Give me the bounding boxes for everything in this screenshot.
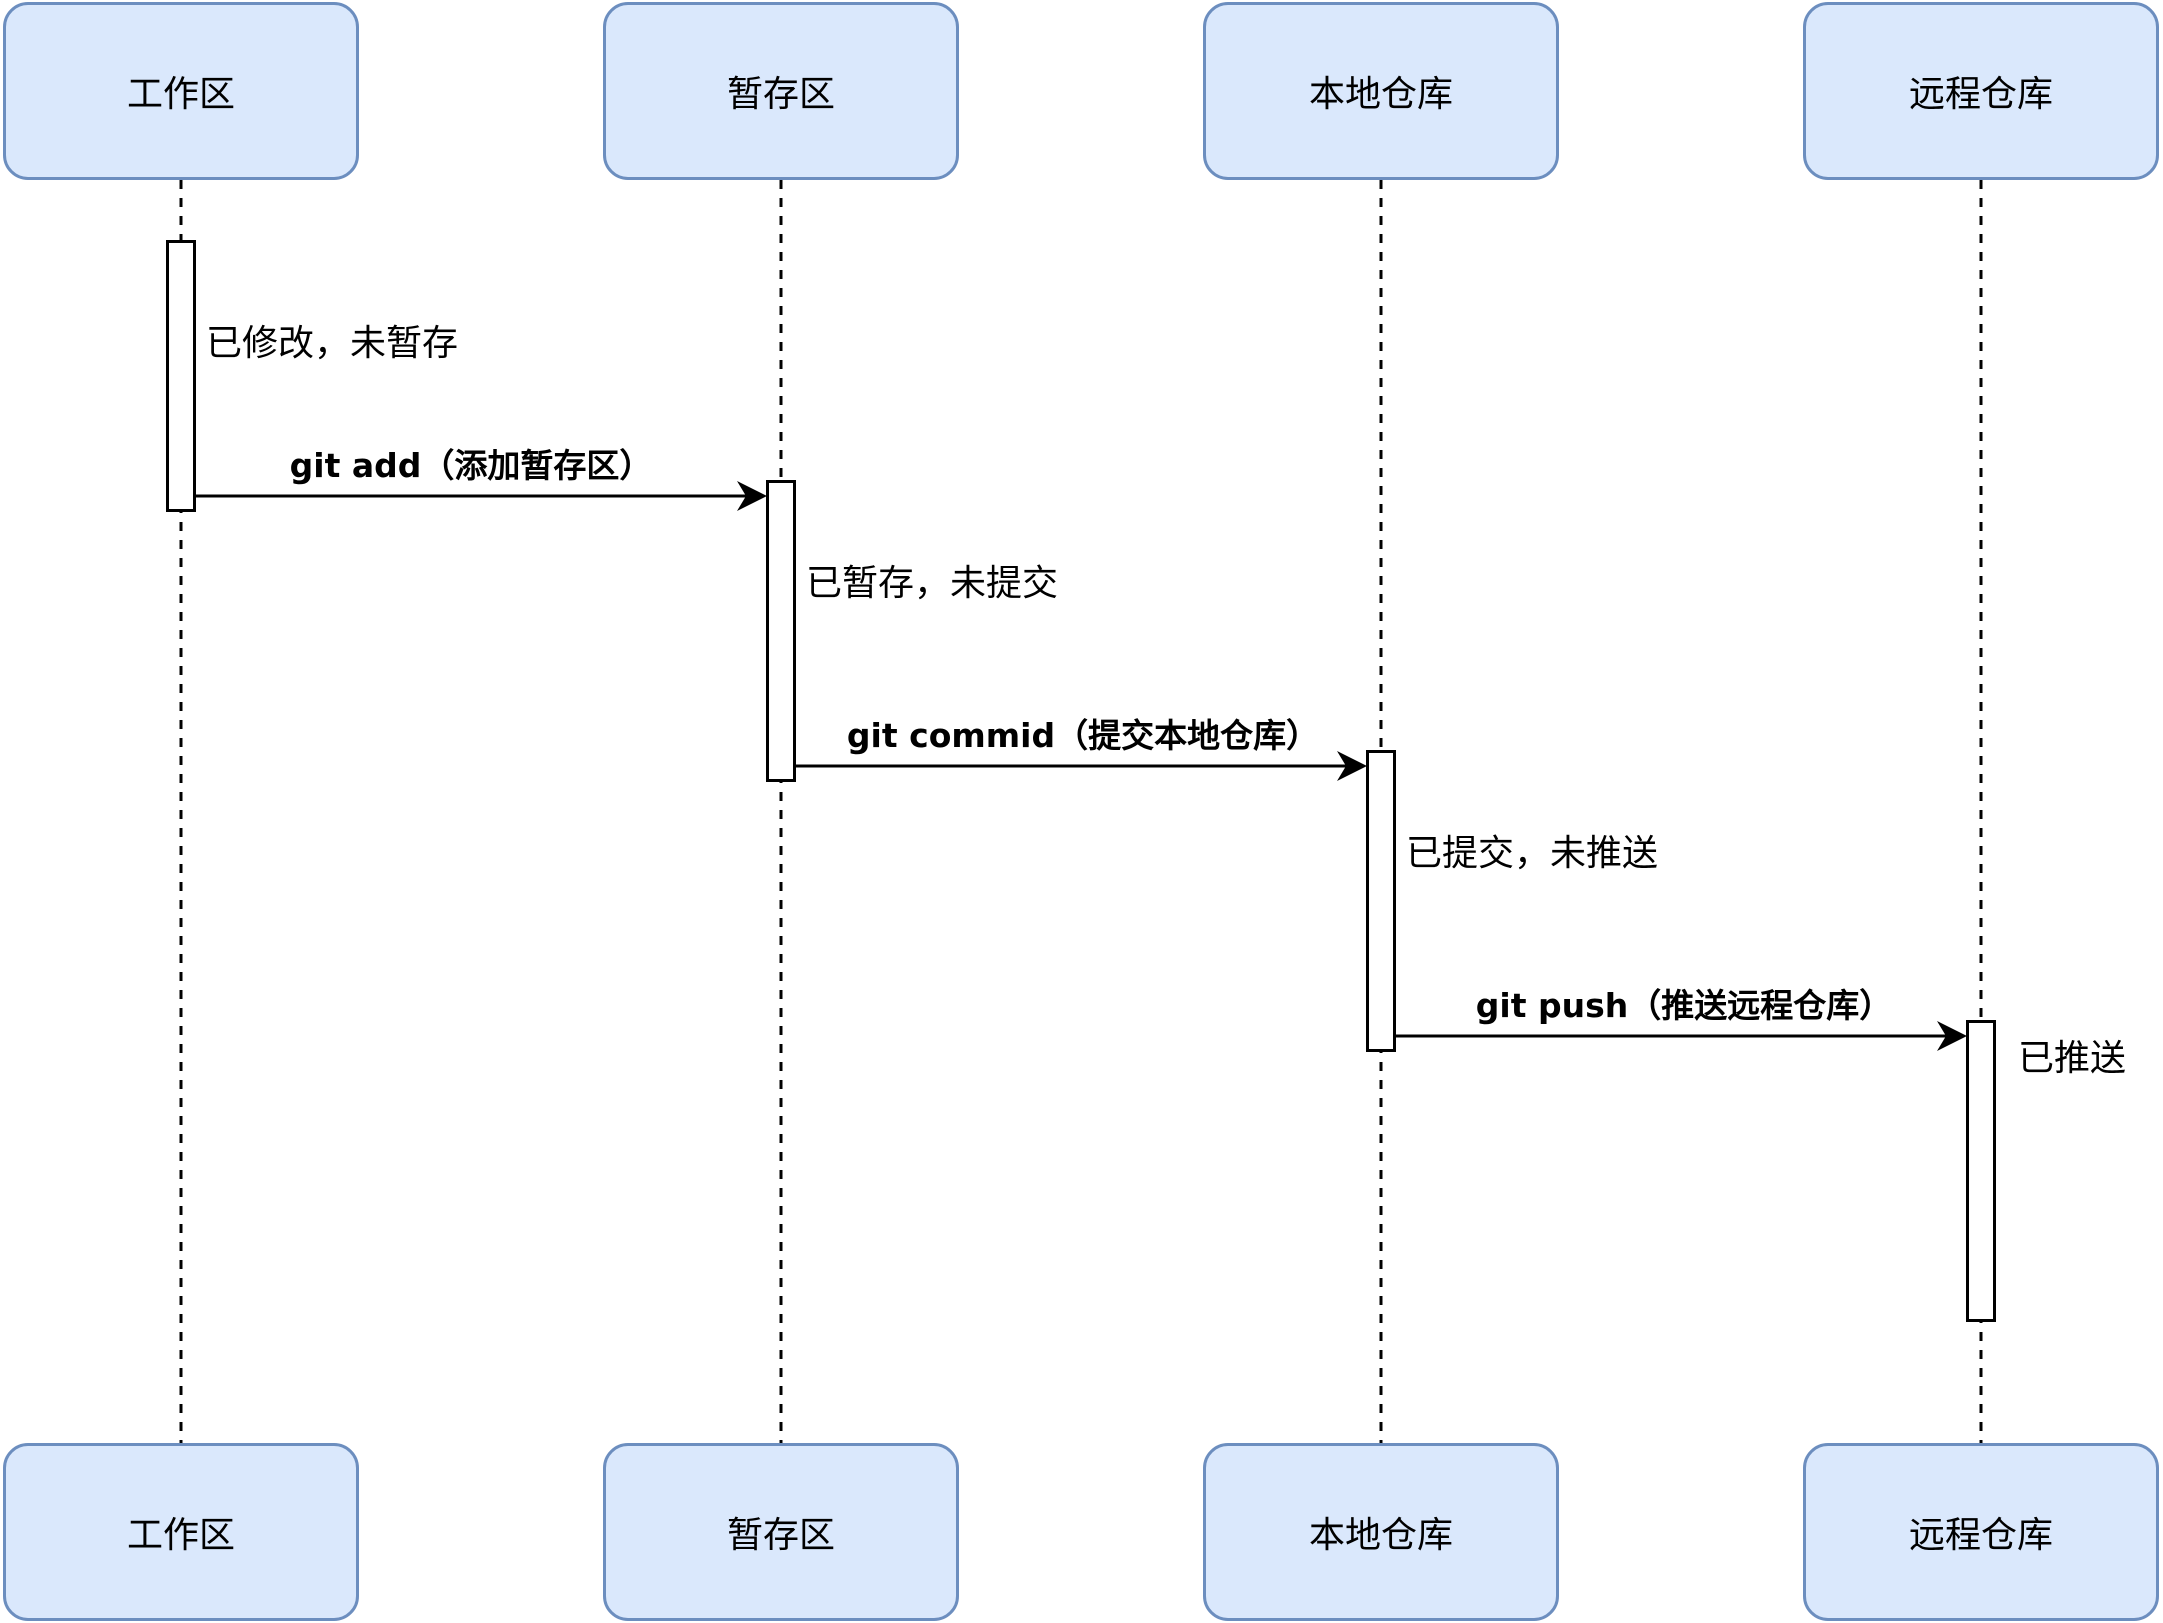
state-label-modified: 已修改，未暂存 xyxy=(206,323,459,364)
participant-label: 工作区 xyxy=(126,74,235,115)
participant-staging-area-top: 暂存区 xyxy=(603,2,959,180)
participant-label: 本地仓库 xyxy=(1308,74,1453,115)
participant-local-repo-bottom: 本地仓库 xyxy=(1203,1443,1559,1621)
participant-label: 暂存区 xyxy=(726,1515,835,1556)
activation-staging-area xyxy=(766,480,796,782)
participant-label: 暂存区 xyxy=(726,74,835,115)
participant-remote-repo-top: 远程仓库 xyxy=(1803,2,2159,180)
message-label-git-push: git push（推送远程仓库） xyxy=(1475,986,1893,1025)
participant-working-dir-top: 工作区 xyxy=(3,2,359,180)
participant-label: 远程仓库 xyxy=(1908,1515,2053,1556)
participant-staging-area-bottom: 暂存区 xyxy=(603,1443,959,1621)
state-label-pushed: 已推送 xyxy=(2018,1038,2127,1079)
activation-working-dir xyxy=(166,240,196,512)
activation-local-repo xyxy=(1366,750,1396,1052)
state-label-staged: 已暂存，未提交 xyxy=(806,563,1059,604)
message-label-git-commit: git commid（提交本地仓库） xyxy=(846,716,1320,755)
participant-label: 远程仓库 xyxy=(1908,74,2053,115)
participant-working-dir-bottom: 工作区 xyxy=(3,1443,359,1621)
message-label-git-add: git add（添加暂存区） xyxy=(289,446,653,485)
participant-label: 本地仓库 xyxy=(1308,1515,1453,1556)
state-label-committed: 已提交，未推送 xyxy=(1406,833,1659,874)
activation-remote-repo xyxy=(1966,1020,1996,1322)
participant-local-repo-top: 本地仓库 xyxy=(1203,2,1559,180)
participant-label: 工作区 xyxy=(126,1515,235,1556)
participant-remote-repo-bottom: 远程仓库 xyxy=(1803,1443,2159,1621)
